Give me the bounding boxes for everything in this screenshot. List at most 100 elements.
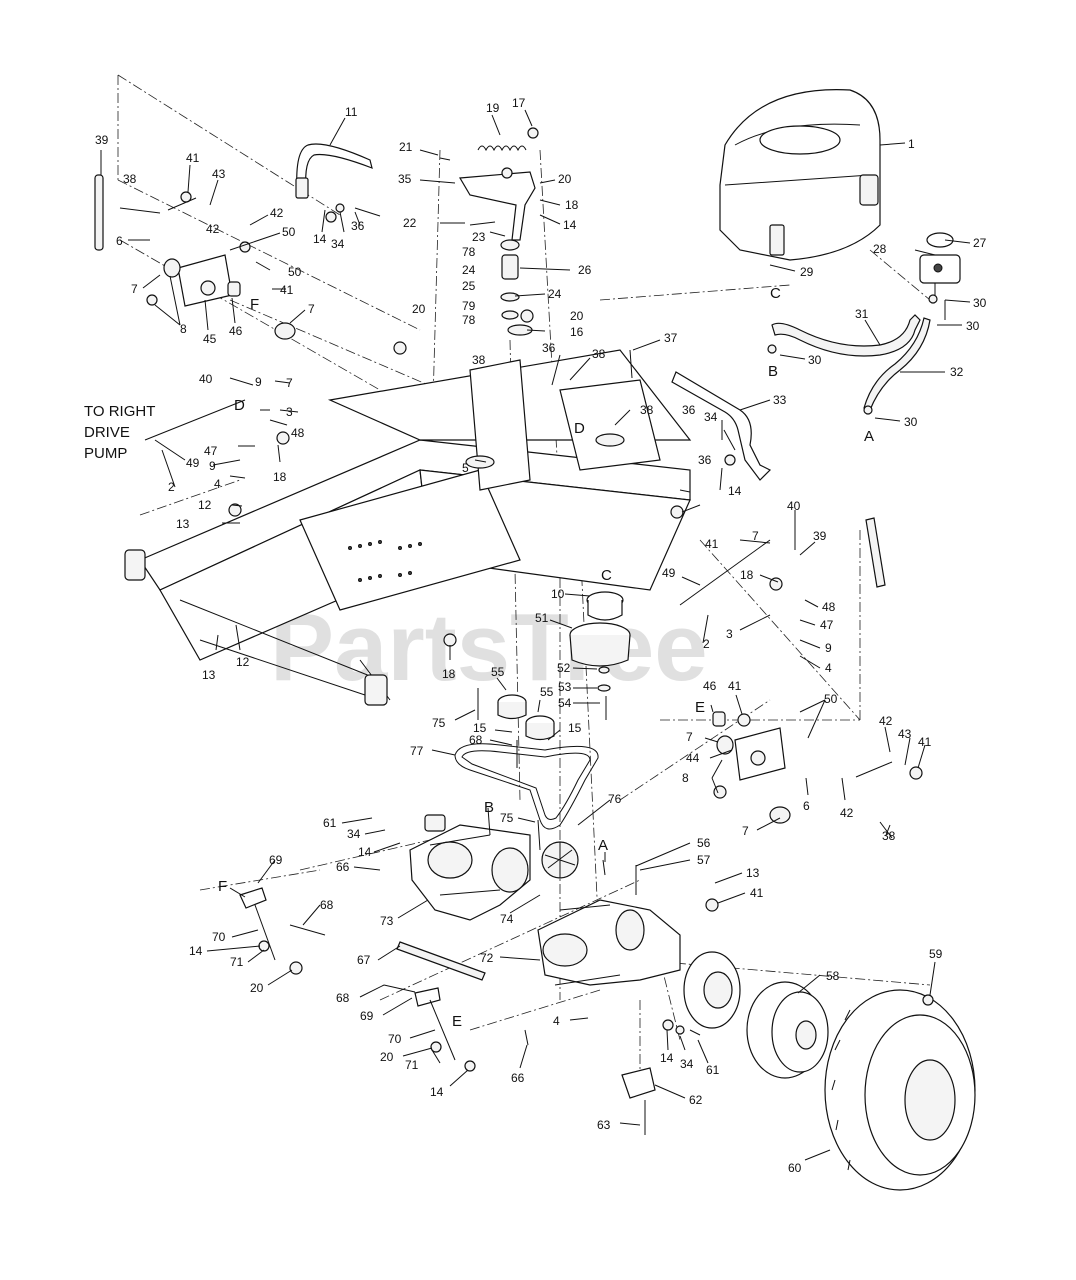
callout-label: 4 xyxy=(553,1014,560,1028)
part-callouts: 1 39 11 19 17 21 20 35 18 14 41 43 38 42… xyxy=(95,96,987,1175)
right-bracket-44 xyxy=(712,711,791,824)
callout-label: 1 xyxy=(908,137,915,151)
callout-label: 37 xyxy=(664,331,678,345)
link-rod-49-left xyxy=(144,399,246,441)
callout-label: 66 xyxy=(336,860,350,874)
callout-label: 18 xyxy=(273,470,287,484)
callout-label: 7 xyxy=(286,376,293,390)
callout-label: 76 xyxy=(608,792,622,806)
callout-label: 50 xyxy=(288,265,302,279)
callout-label: 4 xyxy=(214,477,221,491)
callout-label: 68 xyxy=(469,733,483,747)
letter-label: E xyxy=(452,1013,462,1030)
callout-label: 38 xyxy=(592,347,606,361)
callout-label: 20 xyxy=(558,172,572,186)
callout-label: 36 xyxy=(698,453,712,467)
callout-label: 69 xyxy=(269,853,283,867)
callout-label: 17 xyxy=(512,96,526,110)
callout-label: 39 xyxy=(813,529,827,543)
callout-label: 38 xyxy=(882,829,896,843)
hydro-pump-left-73 xyxy=(409,814,531,921)
fuel-filter-assembly xyxy=(919,232,961,320)
wheel-rim xyxy=(746,981,829,1079)
callout-label: 34 xyxy=(347,827,361,841)
letter-label: A xyxy=(598,837,608,854)
callout-label: 53 xyxy=(558,680,572,694)
callout-label: 58 xyxy=(826,969,840,983)
callout-label: 41 xyxy=(705,537,719,551)
callout-label: 15 xyxy=(473,721,487,735)
spring-19 xyxy=(477,145,527,152)
callout-label: 56 xyxy=(697,836,711,850)
letter-label: D xyxy=(234,397,245,414)
callout-label: 46 xyxy=(229,324,243,338)
callout-label: 72 xyxy=(480,951,494,965)
callout-label: 7 xyxy=(308,302,315,316)
callout-label: 40 xyxy=(199,372,213,386)
callout-label: 69 xyxy=(360,1009,374,1023)
link-rod-49-right xyxy=(679,539,771,606)
hydro-pump-right-72 xyxy=(537,841,681,986)
callout-label: 9 xyxy=(209,459,216,473)
callout-label: 71 xyxy=(230,955,244,969)
callout-label: 41 xyxy=(918,735,932,749)
letter-label: B xyxy=(768,363,778,380)
callout-label: 2 xyxy=(168,480,175,494)
callout-label: 70 xyxy=(388,1032,402,1046)
callout-label: 2 xyxy=(703,637,710,651)
callout-label: 42 xyxy=(206,222,220,236)
rod-39-right xyxy=(865,517,886,588)
callout-label: 79 xyxy=(462,299,476,313)
callout-label: 20 xyxy=(570,309,584,323)
callout-label: 8 xyxy=(180,322,187,336)
callout-label: 44 xyxy=(686,751,700,765)
letter-label: C xyxy=(770,285,781,302)
idler-bracket-35 xyxy=(459,171,536,241)
callout-label: 20 xyxy=(250,981,264,995)
callout-label: 47 xyxy=(820,618,834,632)
callout-label: 47 xyxy=(204,444,218,458)
callout-label: 50 xyxy=(824,692,838,706)
callout-label: 27 xyxy=(973,236,987,250)
letter-label: F xyxy=(218,878,227,895)
callout-label: 36 xyxy=(682,403,696,417)
callout-label: 73 xyxy=(380,914,394,928)
callout-label: 16 xyxy=(570,325,584,339)
watermark-text: PartsTree xyxy=(270,594,708,701)
callout-label: 42 xyxy=(879,714,893,728)
callout-label: 7 xyxy=(742,824,749,838)
callout-label: 8 xyxy=(682,771,689,785)
callout-label: 41 xyxy=(186,151,200,165)
linkage-bottom-69-70 xyxy=(414,987,476,1072)
caption-line-2: DRIVE xyxy=(84,424,130,441)
callout-label: 30 xyxy=(808,353,822,367)
caption-line-1: TO RIGHT xyxy=(84,403,155,420)
callout-label: 3 xyxy=(726,627,733,641)
callout-label: 11 xyxy=(345,105,358,119)
callout-label: 31 xyxy=(855,307,869,321)
callout-label: 41 xyxy=(280,283,294,297)
callout-label: 42 xyxy=(840,806,854,820)
callout-label: 12 xyxy=(236,655,250,669)
callout-label: 14 xyxy=(430,1085,444,1099)
callout-label: 12 xyxy=(198,498,212,512)
callout-label: 14 xyxy=(313,232,327,246)
callout-label: 6 xyxy=(116,234,123,248)
callout-label: 62 xyxy=(689,1093,703,1107)
callout-label: 18 xyxy=(565,198,579,212)
callout-label: 75 xyxy=(500,811,514,825)
callout-label: 13 xyxy=(202,668,216,682)
callout-label: 48 xyxy=(822,600,836,614)
caption-line-3: PUMP xyxy=(84,445,127,462)
callout-label: 50 xyxy=(282,225,296,239)
pulleys-55 xyxy=(497,694,555,741)
callout-label: 30 xyxy=(904,415,918,429)
callout-label: 42 xyxy=(270,206,284,220)
callout-label: 20 xyxy=(380,1050,394,1064)
callout-label: 77 xyxy=(410,744,424,758)
callout-label: 45 xyxy=(203,332,217,346)
tire-60 xyxy=(824,989,976,1191)
callout-label: 63 xyxy=(597,1118,611,1132)
